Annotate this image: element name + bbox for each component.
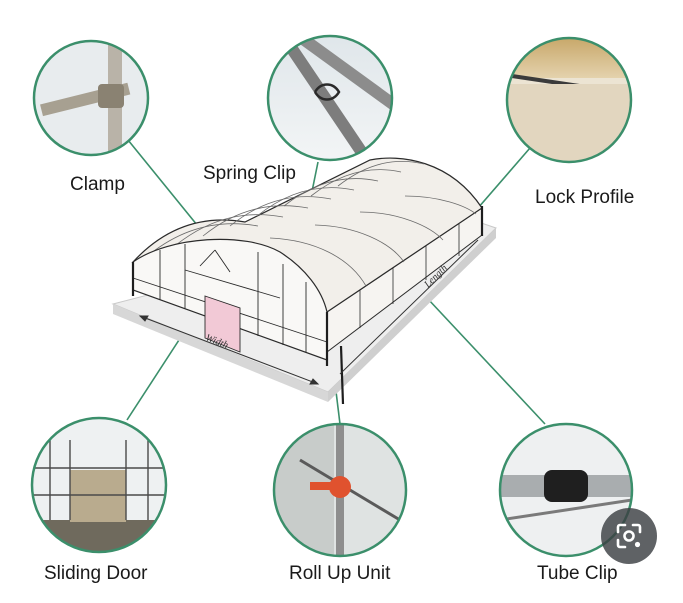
clamp-label: Clamp xyxy=(70,174,125,195)
lock-profile-label: Lock Profile xyxy=(535,187,635,208)
sliding-door-panel xyxy=(204,295,241,353)
greenhouse-structure xyxy=(131,157,484,405)
clamp-photo xyxy=(32,39,150,157)
spring-clip-label: Spring Clip xyxy=(203,163,296,184)
roll-up-unit-label: Roll Up Unit xyxy=(289,563,391,584)
roll-up-unit-photo xyxy=(272,422,408,558)
tube-clip-label: Tube Clip xyxy=(537,563,618,584)
spring-clip-photo xyxy=(266,34,394,162)
lens-search-button[interactable] xyxy=(601,508,657,564)
lens-search-icon xyxy=(616,523,642,549)
sliding-door-label: Sliding Door xyxy=(44,563,148,584)
lock-profile-photo xyxy=(505,36,633,164)
callout-tube-clip xyxy=(412,282,546,425)
sliding-door-photo xyxy=(30,416,168,554)
